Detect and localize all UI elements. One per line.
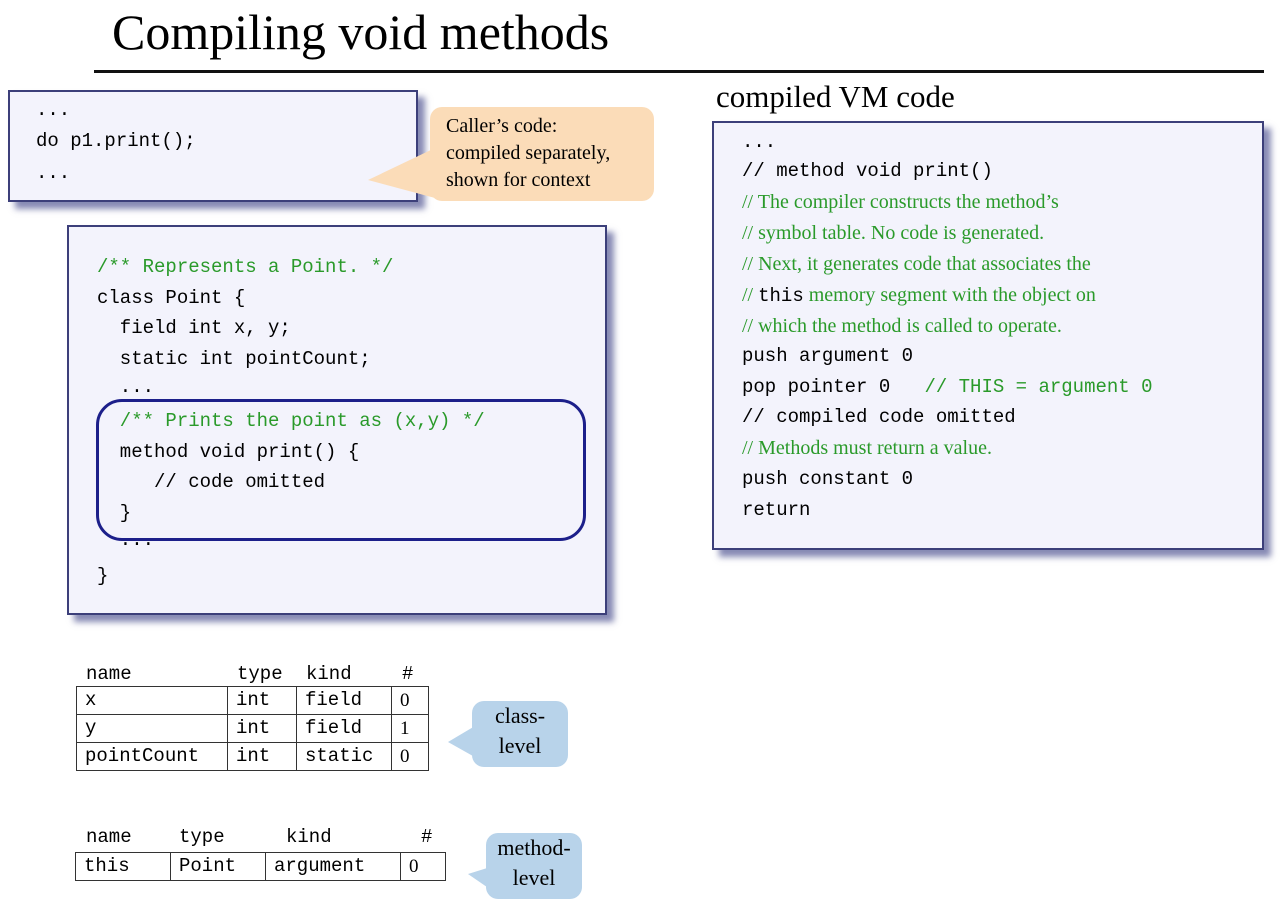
vm-line: push constant 0 xyxy=(742,468,914,490)
method-symbol-table: this Point argument 0 xyxy=(75,852,446,881)
slide-title: Compiling void methods xyxy=(112,4,610,60)
this-keyword: this xyxy=(758,285,804,307)
cell-index: 1 xyxy=(391,714,429,743)
vm-comment: // which the method is called to operate… xyxy=(742,315,1062,337)
code-line: } xyxy=(97,565,109,587)
method-table-header-kind: kind xyxy=(286,826,332,848)
cell-name: pointCount xyxy=(76,742,228,771)
callout-line: method- xyxy=(497,835,571,860)
code-line: method void print() { xyxy=(97,441,360,463)
cell-type: int xyxy=(227,742,297,771)
method-table-header-name: name xyxy=(86,826,132,848)
cell-kind: field xyxy=(296,686,392,715)
cell-kind: static xyxy=(296,742,392,771)
callout-line: class- xyxy=(494,703,546,728)
vm-line: push argument 0 xyxy=(742,345,914,367)
title-underline xyxy=(94,70,1264,73)
code-comment: /** Represents a Point. */ xyxy=(97,256,394,278)
table-row: y int field 1 xyxy=(76,714,429,743)
class-level-callout: class- level xyxy=(472,701,568,767)
vm-code-box: ... // method void print() // The compil… xyxy=(712,121,1264,550)
class-table-header-kind: kind xyxy=(306,663,352,685)
vm-comment: // Methods must return a value. xyxy=(742,437,992,459)
vm-inline-comment: // THIS = argument 0 xyxy=(924,376,1153,398)
callout-line: Caller’s code: xyxy=(446,115,558,137)
vm-line: pop pointer 0 // THIS = argument 0 xyxy=(742,372,1152,402)
vm-line: return xyxy=(742,499,811,521)
table-row: pointCount int static 0 xyxy=(76,742,429,771)
caller-callout: Caller’s code: compiled separately, show… xyxy=(430,107,654,201)
class-symbol-table: x int field 0 y int field 1 pointCount i… xyxy=(76,686,429,771)
caller-code-box: ... do p1.print(); ... xyxy=(8,90,418,202)
table-row: this Point argument 0 xyxy=(75,852,446,881)
callout-line: compiled separately, xyxy=(446,142,611,164)
callout-tail xyxy=(368,148,435,198)
table-row: x int field 0 xyxy=(76,686,429,715)
vm-comment-rest: memory segment with the object on xyxy=(803,284,1096,306)
code-line: static int pointCount; xyxy=(97,348,371,370)
vm-comment: // this memory segment with the object o… xyxy=(742,280,1096,311)
vm-comment-prefix: // xyxy=(742,284,759,306)
method-level-callout: method- level xyxy=(486,833,582,899)
method-table-header-index: # xyxy=(421,826,433,848)
vm-code-heading: compiled VM code xyxy=(716,79,955,114)
cell-kind: argument xyxy=(265,852,401,881)
vm-comment: // symbol table. No code is generated. xyxy=(742,222,1045,244)
point-class-code-box: /** Represents a Point. */ class Point {… xyxy=(67,225,607,615)
class-table-header-name: name xyxy=(86,663,132,685)
code-line: ... xyxy=(97,376,155,398)
cell-kind: field xyxy=(296,714,392,743)
cell-index: 0 xyxy=(400,852,446,881)
method-table-header-type: type xyxy=(179,826,225,848)
vm-comment: // Next, it generates code that associat… xyxy=(742,253,1091,275)
vm-line: // compiled code omitted xyxy=(742,406,1016,428)
vm-comment: // The compiler constructs the method’s xyxy=(742,191,1059,213)
cell-name: x xyxy=(76,686,228,715)
vm-line: ... xyxy=(742,131,777,153)
cell-index: 0 xyxy=(391,742,429,771)
code-comment: /** Prints the point as (x,y) */ xyxy=(97,410,485,432)
callout-line: level xyxy=(512,865,556,890)
cell-name: y xyxy=(76,714,228,743)
cell-type: Point xyxy=(170,852,266,881)
code-line: do p1.print(); xyxy=(36,130,196,152)
code-line: ... xyxy=(36,99,71,121)
code-line: field int x, y; xyxy=(97,317,291,339)
method-highlight-outline xyxy=(96,399,586,541)
code-line: // code omitted xyxy=(97,471,326,493)
callout-line: shown for context xyxy=(446,169,591,191)
callout-line: level xyxy=(498,733,542,758)
vm-code: pop pointer 0 xyxy=(742,376,925,398)
vm-line: // method void print() xyxy=(742,160,993,182)
class-table-header-index: # xyxy=(402,663,414,685)
code-line: } xyxy=(97,502,132,524)
cell-name: this xyxy=(75,852,171,881)
code-line: ... xyxy=(36,162,71,184)
class-table-header-type: type xyxy=(237,663,283,685)
code-line: class Point { xyxy=(97,287,246,309)
cell-index: 0 xyxy=(391,686,429,715)
cell-type: int xyxy=(227,686,297,715)
cell-type: int xyxy=(227,714,297,743)
